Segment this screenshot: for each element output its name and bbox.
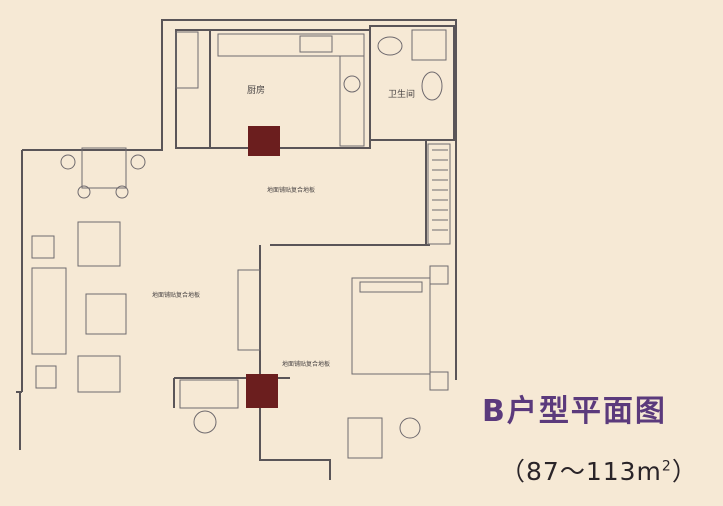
tv-cabinet xyxy=(237,269,261,351)
wardrobe xyxy=(427,143,451,245)
kitchen-counter xyxy=(217,33,365,57)
shower-icon xyxy=(411,29,447,61)
bathroom-wall xyxy=(369,25,455,141)
side-table xyxy=(31,235,55,259)
fridge-icon xyxy=(175,31,199,89)
basin-icon xyxy=(377,36,403,56)
kitchen-counter-side xyxy=(339,55,365,147)
bedroom-wall xyxy=(259,245,331,480)
column-block-kitchen xyxy=(248,126,280,156)
stove-icon xyxy=(343,75,361,93)
chair-icon xyxy=(60,154,76,170)
outer-wall xyxy=(22,19,457,380)
toilet-icon xyxy=(421,71,443,101)
floor-note-2: 地面铺贴复合地板 xyxy=(152,291,200,299)
chair-icon xyxy=(115,185,129,199)
desk-chair xyxy=(193,410,217,434)
plan-title: B户型平面图 xyxy=(482,394,667,429)
armchair-icon xyxy=(77,355,121,393)
nightstand xyxy=(429,265,449,285)
column-block-study xyxy=(246,374,278,408)
sofa xyxy=(31,267,67,355)
floor-note-1: 地面铺贴复合地板 xyxy=(267,186,315,194)
bathroom-label: 卫生间 xyxy=(388,88,415,100)
dining-table xyxy=(81,147,127,189)
armchair-icon xyxy=(77,221,121,267)
lounge-chair xyxy=(347,417,383,459)
round-table xyxy=(399,417,421,439)
bed xyxy=(351,277,431,375)
pillow xyxy=(359,281,423,293)
kitchen-label: 厨房 xyxy=(247,84,265,96)
sink-icon xyxy=(299,35,333,53)
chair-icon xyxy=(130,154,146,170)
floor-note-3: 地面铺贴复合地板 xyxy=(282,360,330,368)
area-range: （87～113m2） xyxy=(500,457,698,486)
desk xyxy=(179,379,239,409)
chair-icon xyxy=(77,185,91,199)
nightstand xyxy=(429,371,449,391)
coffee-table xyxy=(85,293,127,335)
side-table xyxy=(35,365,57,389)
